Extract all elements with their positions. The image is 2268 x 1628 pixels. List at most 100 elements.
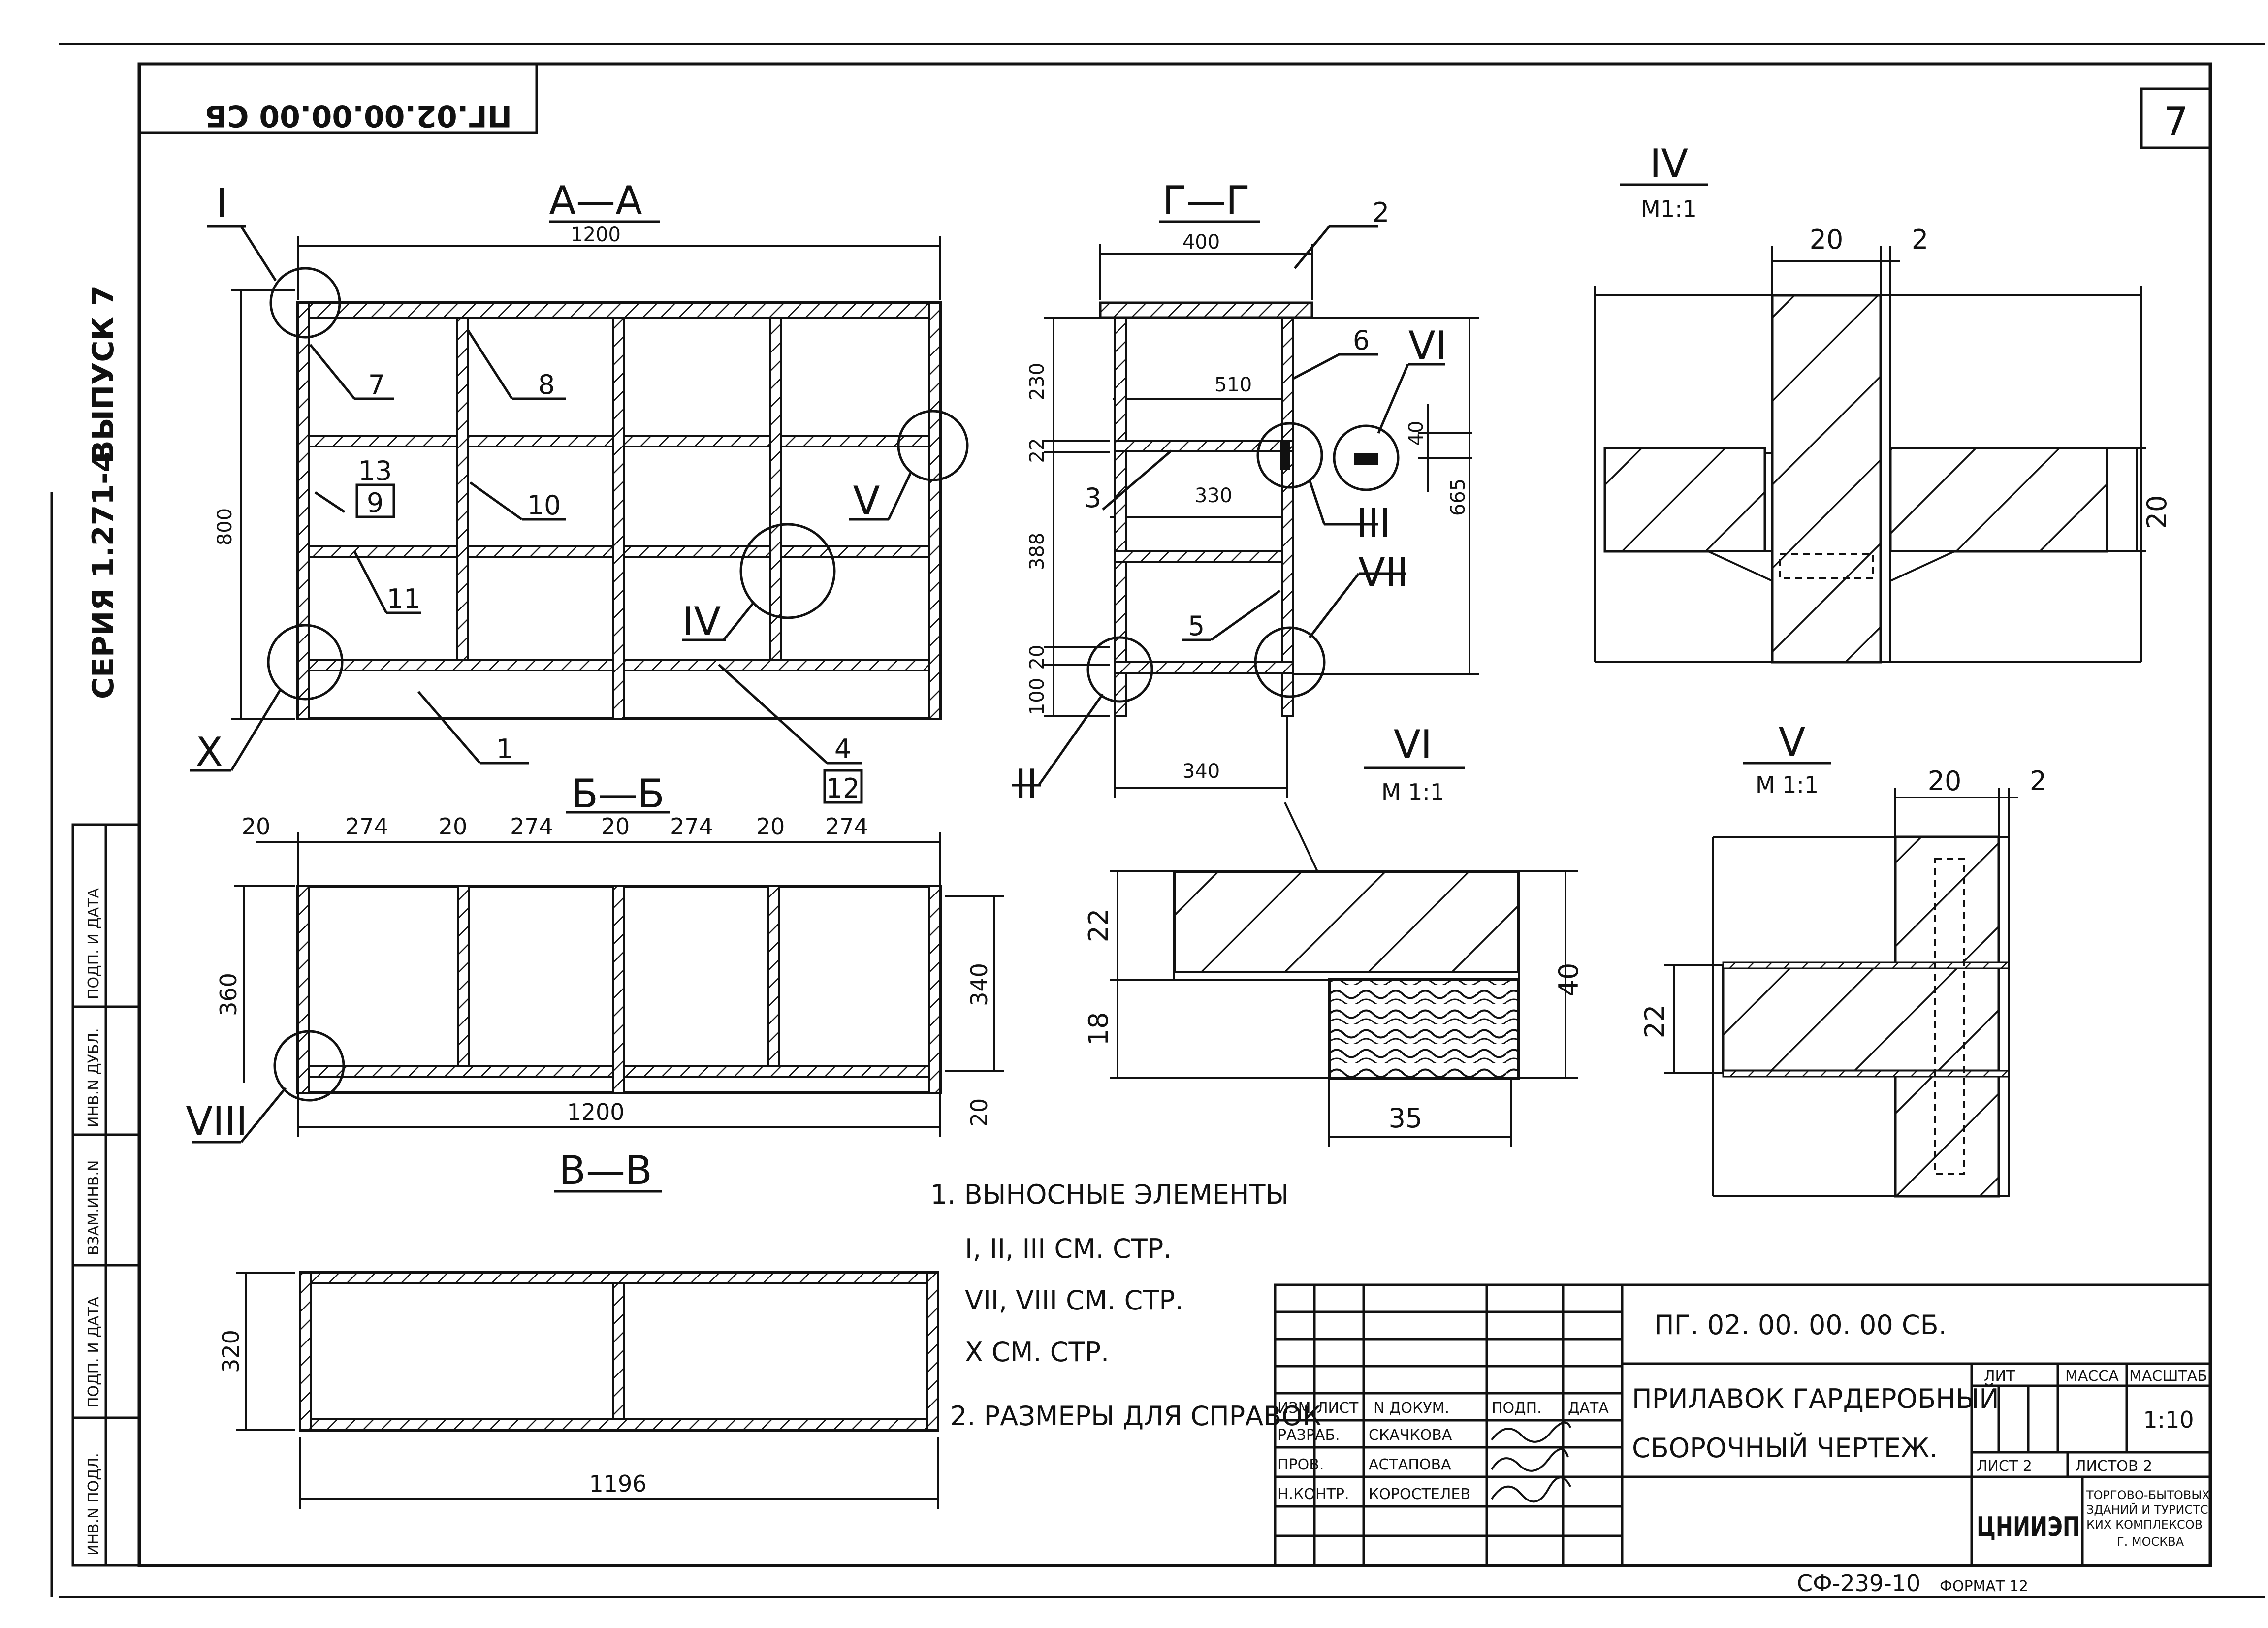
- tb-name-2: АСТАПОВА: [1369, 1456, 1451, 1473]
- title-block: [1274, 1283, 2212, 1567]
- aa-part-4: 4: [834, 734, 851, 765]
- tb-org-line-2: ЗДАНИЙ И ТУРИСТС-: [2086, 1502, 2212, 1517]
- bb-dim-top-3: 20: [439, 813, 468, 840]
- aa-part-1: 1: [496, 734, 513, 765]
- bb-callout-viii: VIII: [186, 1098, 248, 1144]
- bb-dim-top-2: 274: [345, 813, 388, 840]
- footer-format: ФОРМАТ 12: [1940, 1578, 2028, 1595]
- view-aa-title: А—А: [549, 178, 642, 223]
- view-gg: Г—Г 400 510 330 340: [1012, 178, 1479, 807]
- gg-part-6: 6: [1353, 325, 1370, 356]
- detail-v-dim-20: 20: [1928, 766, 1962, 797]
- view-vv: В—В 320 1196: [218, 1148, 939, 1509]
- tb-role-1: РАЗРАБ.: [1278, 1427, 1340, 1444]
- gg-dim-330: 330: [1195, 484, 1232, 507]
- detail-v: V М 1:1 20 2 22: [1639, 719, 2046, 1198]
- gg-dim-left-4: 20: [1026, 645, 1049, 670]
- detail-vi-dim-35: 35: [1389, 1103, 1423, 1134]
- aa-dim-width: 1200: [571, 223, 621, 246]
- aa-callout-v: V: [853, 478, 880, 524]
- aa-part-13: 13: [358, 455, 392, 486]
- view-bb-title: Б—Б: [571, 771, 665, 817]
- mirrored-code: ПГ.02.00.00.00 СБ: [205, 98, 512, 133]
- detail-vi-dim-18: 18: [1083, 1012, 1114, 1046]
- bb-dim-top-4: 274: [510, 813, 553, 840]
- sheet-number: 7: [2164, 99, 2189, 145]
- note-1a: I, II, III СМ. СТР.: [965, 1233, 1172, 1264]
- aa-part-10: 10: [527, 490, 561, 521]
- detail-v-dim-22: 22: [1639, 1005, 1670, 1039]
- view-vv-title: В—В: [559, 1148, 652, 1193]
- stamp-col-4: ИНВ.N ДУБЛ.: [85, 1028, 102, 1128]
- gg-callout-iii: III: [1356, 500, 1391, 546]
- tb-role-3: Н.КОНТР.: [1278, 1486, 1349, 1503]
- series-side-label: СЕРИЯ 1.271-4: [86, 451, 121, 699]
- code-box: [139, 64, 538, 134]
- stamp-col-1: ИНВ.N ПОДЛ.: [85, 1453, 102, 1556]
- detail-iv: IV М1:1 20 2 20: [1594, 141, 2172, 664]
- aa-part-7: 7: [368, 369, 385, 400]
- gg-part-2: 2: [1373, 197, 1389, 228]
- sheet-frame: [137, 62, 2212, 1567]
- gg-dim-340: 340: [1182, 760, 1220, 783]
- detail-iv-title: IV: [1650, 141, 1689, 187]
- gg-dim-left-2: 22: [1026, 438, 1049, 463]
- sheet-number-box: [2140, 87, 2212, 149]
- gg-part-3: 3: [1085, 482, 1101, 513]
- tb-name-3: КОРОСТЕЛЕВ: [1369, 1486, 1470, 1503]
- vv-dim-height: 320: [218, 1330, 244, 1373]
- bb-dim-top-5: 20: [601, 813, 630, 840]
- aa-callout-iv: IV: [682, 599, 721, 644]
- gg-dim-40: 40: [1405, 421, 1428, 446]
- detail-vi: VI М 1:1 22 18 40 35: [1083, 722, 1584, 1147]
- bb-dim-top-7: 20: [756, 813, 785, 840]
- tb-name-1: СКАЧКОВА: [1369, 1427, 1452, 1444]
- gg-callout-ii: II: [1015, 761, 1038, 807]
- tb-head-izm: ИЗМ: [1278, 1400, 1311, 1417]
- detail-vi-title: VI: [1394, 722, 1432, 767]
- view-aa: А—А 1200 800: [190, 178, 969, 804]
- title-name: ПРИЛАВОК ГАРДЕРОБНЫЙ: [1632, 1383, 1999, 1414]
- note-2: 2. РАЗМЕРЫ ДЛЯ СПРАВОК: [950, 1401, 1321, 1432]
- gg-dim-left-5: 100: [1026, 678, 1049, 715]
- tb-head-list: ЛИСТ: [1317, 1400, 1359, 1417]
- aa-part-12: 12: [826, 773, 860, 804]
- view-bb: Б—Б 20 274 20 274 20 274 20 274 1200 360…: [186, 771, 1004, 1144]
- view-gg-title: Г—Г: [1162, 178, 1250, 223]
- gg-callout-vi: VI: [1408, 323, 1447, 369]
- tb-head-ndoc: N ДОКУМ.: [1374, 1400, 1449, 1417]
- bb-dim-top-1: 20: [242, 813, 271, 840]
- aa-dim-height: 800: [214, 508, 236, 545]
- tb-head-date: ДАТА: [1568, 1400, 1609, 1417]
- tb-sheet: ЛИСТ 2: [1977, 1458, 2032, 1475]
- detail-iv-dim-2: 2: [1912, 224, 1928, 255]
- title-doc: СБОРОЧНЫЙ ЧЕРТЕЖ.: [1632, 1433, 1938, 1464]
- aa-part-11: 11: [387, 583, 421, 614]
- gg-dim-right: 665: [1447, 479, 1469, 516]
- tb-org-line-3: КИХ КОМПЛЕКСОВ: [2086, 1518, 2203, 1532]
- aa-part-8: 8: [538, 369, 555, 400]
- tb-org-line-1: ТОРГОВО-БЫТОВЫХ: [2086, 1488, 2210, 1502]
- note-1c: X СМ. СТР.: [965, 1337, 1109, 1368]
- footer-code: СФ-239-10: [1797, 1570, 1920, 1596]
- aa-callout-i: I: [216, 180, 227, 226]
- bb-dim-top-8: 274: [825, 813, 868, 840]
- issue-side-label: ВЫПУСК 7: [86, 286, 121, 463]
- detail-v-title: V: [1779, 719, 1806, 765]
- tb-scale-label: МАСШТАБ: [2129, 1368, 2207, 1385]
- gg-dim-510: 510: [1214, 374, 1252, 396]
- notes: 1. ВЫНОСНЫЕ ЭЛЕМЕНТЫ I, II, III СМ. СТР.…: [930, 1179, 1321, 1432]
- stamp-col-5: ПОДП. И ДАТА: [85, 888, 102, 999]
- bb-dim-top-6: 274: [670, 813, 713, 840]
- aa-part-9: 9: [367, 487, 383, 518]
- note-1b: VII, VIII СМ. СТР.: [965, 1285, 1183, 1316]
- tb-lit: ЛИТ: [1984, 1368, 2015, 1385]
- detail-iv-scale: М1:1: [1641, 195, 1697, 222]
- aa-callout-x: X: [196, 729, 223, 775]
- tb-scale-value: 1:10: [2143, 1406, 2194, 1433]
- detail-v-dim-2: 2: [2030, 766, 2046, 797]
- bb-dim-height-right: 340: [966, 963, 992, 1006]
- bb-dim-bottom-right: 20: [966, 1098, 992, 1127]
- bb-dim-width: 1200: [567, 1099, 624, 1125]
